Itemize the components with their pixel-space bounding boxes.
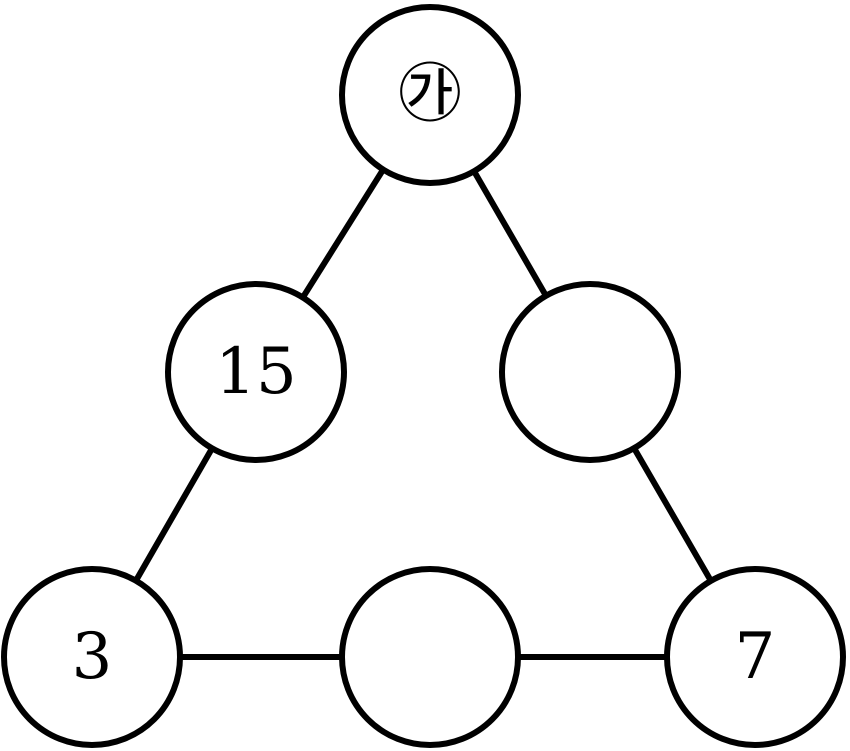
node-bottom-left-circle: [1, 566, 183, 748]
node-middle-left: 15: [165, 281, 347, 463]
node-middle-right-circle: [499, 281, 681, 463]
node-middle-right: [499, 281, 681, 463]
node-top: ㉮: [339, 4, 521, 186]
node-bottom-middle-circle: [339, 566, 521, 748]
node-bottom-middle: [339, 566, 521, 748]
node-top-label: ㉮: [398, 58, 462, 132]
node-middle-left-circle: [165, 281, 347, 463]
node-bottom-left: 3: [1, 566, 183, 748]
node-top-circle: [339, 4, 521, 186]
node-bottom-left-label: 3: [72, 620, 113, 694]
node-bottom-right-circle: [664, 566, 846, 748]
node-middle-left-label: 15: [215, 335, 296, 409]
node-bottom-right-label: 7: [735, 620, 776, 694]
node-bottom-right: 7: [664, 566, 846, 748]
